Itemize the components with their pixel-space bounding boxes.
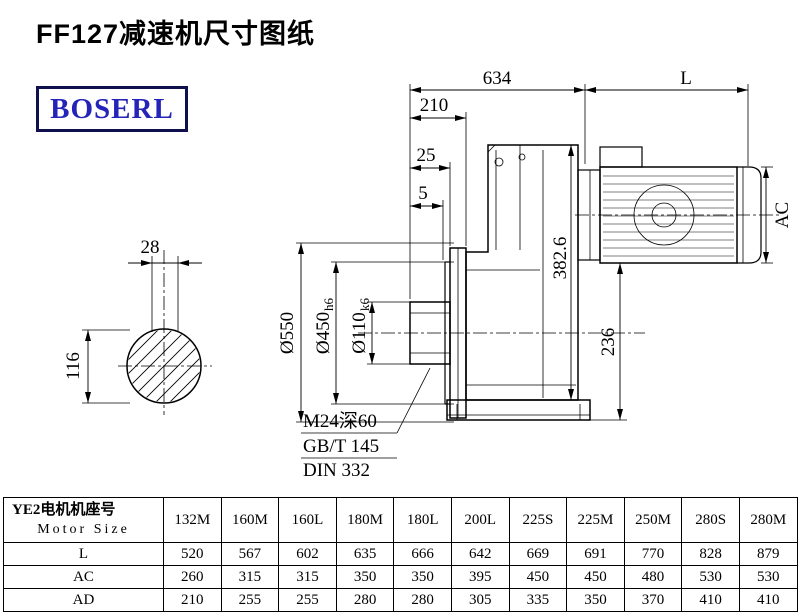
dim-label-flange-diameter: Ø550 [277,312,298,354]
col-header: 280M [738,497,798,543]
note-standard-din332: DIN 332 [303,460,370,481]
table-cell: 520 [163,542,222,566]
table-cell: 567 [220,542,280,566]
dim-label-25: 25 [417,145,436,166]
table-row: AD 210 255 255 280 280 305 335 350 370 4… [3,588,798,612]
shaft-section-view: 28 116 [63,237,212,415]
motor-size-table: YE2电机机座号 Motor Size 132M 160M 160L 180M … [3,497,798,612]
table-cell: 305 [450,588,510,612]
table-cell: 350 [566,588,625,612]
col-header: 160L [278,497,337,543]
col-header: 132M [163,497,222,543]
col-header: 225M [566,497,625,543]
table-cell: 602 [278,542,337,566]
dim-label-5: 5 [418,183,428,204]
dimension-lines: 634 L 210 25 5 Ø550 Ø450 h6 Ø110 k6 382.… [277,68,793,423]
table-cell: 255 [220,588,280,612]
page-title: FF127减速机尺寸图纸 [36,19,316,49]
table-cell: 260 [163,565,222,589]
dim-label-210: 210 [420,95,449,116]
note-tapped-hole: M24深60 [303,410,377,432]
table-cell: 410 [738,588,798,612]
table-cell: 315 [278,565,337,589]
dim-label-spigot-tolerance: h6 [321,298,336,312]
table-cell: 828 [681,542,740,566]
table-cell: 635 [335,542,395,566]
table-cell: 210 [163,588,222,612]
motor-size-header-en: Motor Size [37,521,130,537]
table-cell: 450 [566,565,625,589]
note-standard-gbt145: GB/T 145 [303,436,379,457]
bolt-icon [494,157,504,167]
technical-drawing: 28 116 [63,68,793,481]
table-cell: 642 [450,542,510,566]
table-cell: 530 [738,565,798,589]
gearbox-side-view [358,144,645,421]
table-cell: 370 [623,588,683,612]
table-cell: 410 [681,588,740,612]
table-cell: 530 [681,565,740,589]
table-row: AC 260 315 315 350 350 395 450 450 480 5… [3,565,798,589]
col-header: 200L [450,497,510,543]
dim-label-382: 382.6 [550,237,571,280]
table-cell: 335 [508,588,568,612]
table-cell: 280 [335,588,395,612]
motor-size-header: YE2电机机座号 Motor Size [3,497,164,543]
table-cell: 480 [623,565,683,589]
table-cell: 879 [738,542,798,566]
table-cell: 350 [393,565,452,589]
table-row: L 520 567 602 635 666 642 669 691 770 82… [3,542,798,566]
table-cell: 666 [393,542,452,566]
row-label: AD [3,588,164,612]
table-cell: 255 [278,588,337,612]
annotation-notes: M24深60 GB/T 145 DIN 332 [301,367,431,481]
col-header: 225S [508,497,568,543]
dim-label-shaft-diameter: 116 [63,352,84,380]
motor-side-view [575,146,782,264]
table-header-row: YE2电机机座号 Motor Size 132M 160M 160L 180M … [3,497,798,543]
table-cell: 691 [566,542,625,566]
dim-label-total-length: 634 [483,68,512,89]
table-cell: 450 [508,565,568,589]
brand-logo: BOSERL [36,86,188,132]
dim-label-spigot-diameter: Ø450 [313,312,334,354]
table-cell: 669 [508,542,568,566]
table-cell: 315 [220,565,280,589]
hatch-pattern [128,330,200,402]
col-header: 160M [220,497,280,543]
col-header: 250M [623,497,683,543]
dim-label-236: 236 [598,328,619,357]
dim-label-bore-diameter: Ø110 [349,312,370,354]
dim-label-key-width: 28 [141,237,160,258]
col-header: 180L [393,497,452,543]
row-label: L [3,542,164,566]
bolt-icon [518,153,526,161]
table-cell: 395 [450,565,510,589]
table-cell: 770 [623,542,683,566]
dim-label-motor-length: L [680,68,692,89]
dim-label-ac: AC [772,202,793,228]
motor-size-header-cn: YE2电机机座号 [12,502,116,519]
terminal-box [599,146,643,168]
row-label: AC [3,565,164,589]
col-header: 280S [681,497,740,543]
dim-label-bore-tolerance: k6 [357,298,372,312]
col-header: 180M [335,497,395,543]
table-cell: 280 [393,588,452,612]
table-cell: 350 [335,565,395,589]
